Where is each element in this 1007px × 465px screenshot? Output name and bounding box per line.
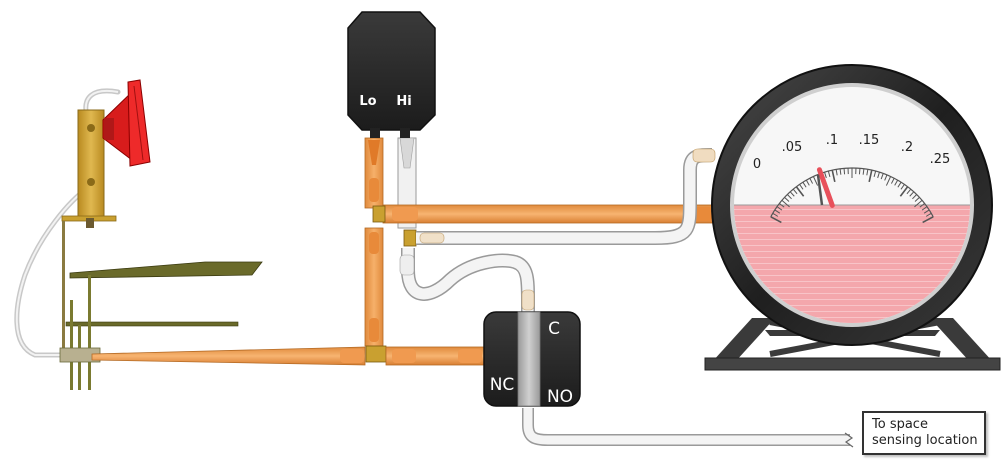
damper-blade-bottom (65, 321, 239, 327)
gauge-tick (914, 199, 923, 208)
gauge-tick (921, 206, 928, 211)
damper-assembly (14, 79, 263, 390)
gauge-tick (843, 168, 846, 175)
gauge-tick (866, 169, 869, 176)
gauge-tick (835, 169, 838, 176)
nc-port-label: NC (490, 375, 515, 395)
gauge-tick (919, 203, 925, 208)
gauge-tick (897, 181, 902, 188)
gauge-tick (880, 173, 884, 180)
gauge-tick (885, 176, 892, 186)
gauge-tick (877, 172, 880, 179)
gauge-tick (779, 203, 785, 208)
gauge-tick (805, 179, 810, 186)
gauge-tick (774, 209, 781, 214)
gauge-label-2: .2 (901, 140, 913, 155)
gauge-tick (839, 168, 842, 175)
gauge-tick (894, 179, 899, 186)
gauge-tick (802, 181, 807, 188)
gauge-tick (831, 169, 836, 183)
gauge-scale-arc (770, 167, 934, 218)
damper-cone (102, 79, 151, 167)
gauge-tick (781, 199, 790, 208)
gauge-tick (787, 194, 792, 200)
gauge-label-1: .1 (826, 133, 838, 148)
gauge-tick (906, 188, 912, 195)
gauge-tick (799, 184, 804, 190)
gauge-label-05: .05 (782, 140, 803, 155)
lo-tube (364, 137, 384, 347)
gauge-stand (704, 318, 1001, 371)
gauge-label-15: .15 (859, 133, 880, 148)
callout-line-2: sensing location (872, 433, 978, 448)
gauge-tick (899, 186, 909, 197)
gauge-tick (792, 188, 798, 195)
hi-line-to-gauge (416, 148, 713, 245)
hi-label: Hi (396, 94, 411, 109)
c-port-label: C (548, 319, 560, 339)
gauge-tick (925, 212, 932, 217)
gauge-tick (795, 186, 805, 197)
gauge-tick (770, 216, 782, 224)
gauge-tick (789, 191, 795, 197)
gauge-tick (922, 216, 934, 224)
gauge-scale-labels: 0 .05 .1 .15 .2 .25 (753, 133, 950, 172)
gauge-label-0: 0 (753, 157, 761, 172)
pressure-transmitter: Lo Hi (347, 11, 436, 138)
gauge-tick (784, 197, 790, 202)
gauge-tick (772, 212, 779, 217)
pitot-probe (91, 346, 366, 366)
gauge-tick (890, 178, 895, 184)
sensing-location-callout: To space sensing location (862, 411, 986, 455)
gauge-tick (776, 206, 783, 211)
gauge-tick (827, 170, 831, 178)
gauge-tick (900, 184, 905, 190)
gauge-tick (812, 176, 819, 186)
lo-label: Lo (359, 94, 376, 109)
gauge-tick (884, 174, 888, 181)
no-port-label: NO (547, 387, 573, 407)
gauge-tick (858, 168, 861, 175)
gauge-tick (862, 168, 865, 175)
orange-tube-to-gauge (382, 204, 714, 224)
differential-pressure-gauge: 0 .05 .1 .15 .2 .25 (711, 64, 993, 346)
gauge-tick (912, 194, 917, 200)
gauge-tick (868, 169, 873, 183)
gauge-tick (809, 178, 814, 184)
sensing-line (522, 408, 850, 446)
gauge-tick (909, 191, 915, 197)
damper-blade-top (69, 261, 263, 279)
gauge-tick (923, 209, 930, 214)
gauge-needle (816, 167, 835, 208)
gauge-tick (914, 197, 920, 202)
gauge-tick (873, 170, 877, 178)
callout-line-1: To space (872, 417, 928, 432)
pressure-switch: C NC NO (483, 311, 581, 407)
gauge-label-25: .25 (930, 152, 951, 167)
gauge-tick (824, 172, 827, 179)
